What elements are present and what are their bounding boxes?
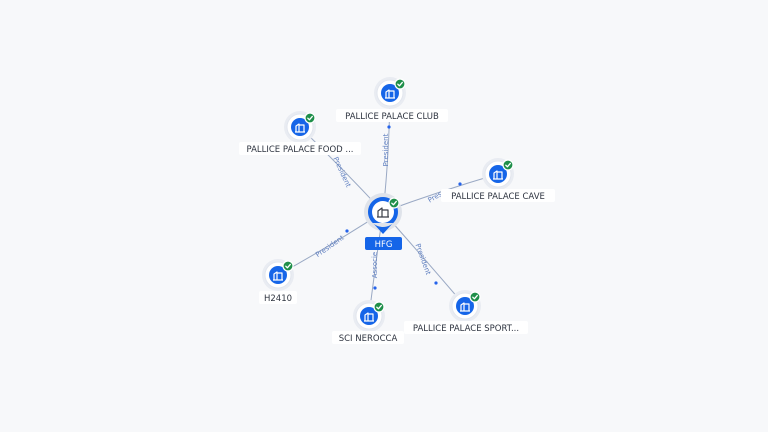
verified-check-icon [373, 301, 385, 313]
node-label: PALLICE PALACE CLUB [345, 112, 439, 122]
edge-arrow-icon [345, 229, 349, 233]
verified-check-icon [469, 291, 481, 303]
building-icon [460, 302, 470, 312]
verified-check-icon [282, 260, 294, 272]
edge-label: President [331, 156, 352, 189]
building-icon [385, 89, 395, 99]
node-label-box [239, 142, 361, 155]
edge-arrow-icon [434, 281, 438, 285]
node-label-box [336, 109, 448, 122]
node-food[interactable]: PALLICE PALACE FOOD ... [239, 111, 361, 155]
edge-arrow-icon [373, 286, 377, 290]
node-label: PALLICE PALACE FOOD ... [246, 145, 353, 155]
center-node-label-box [365, 237, 402, 250]
verified-check-icon [388, 197, 400, 209]
edge-arrow-icon [387, 125, 391, 129]
edge-label: President [314, 234, 346, 259]
node-label: SCI NEROCCA [339, 334, 398, 344]
node-label-box [259, 291, 297, 304]
node-h2410[interactable]: H2410 [259, 259, 297, 304]
node-label: PALLICE PALACE SPORT... [413, 324, 519, 334]
building-icon [295, 123, 305, 133]
node-club[interactable]: PALLICE PALACE CLUB [336, 77, 448, 122]
node-label-box [332, 331, 404, 344]
node-label: PALLICE PALACE CAVE [451, 192, 545, 202]
center-node-label: HFG [375, 240, 393, 250]
node-cave[interactable]: PALLICE PALACE CAVE [441, 158, 555, 202]
building-icon [273, 271, 283, 281]
center-node[interactable]: HFG [364, 193, 402, 250]
edge-label: President [382, 133, 390, 166]
node-label-box [404, 321, 528, 334]
building-icon [364, 312, 374, 322]
node-sci[interactable]: SCI NEROCCA [332, 300, 404, 344]
verified-check-icon [502, 159, 514, 171]
nodes-layer: PALLICE PALACE CLUB PALLICE PALACE FOOD .… [239, 77, 555, 344]
edge-label: Associe [371, 252, 379, 278]
edge-arrow-icon [458, 182, 462, 186]
node-label-box [441, 189, 555, 202]
verified-check-icon [394, 78, 406, 90]
building-icon [493, 170, 503, 180]
building-icon [377, 207, 389, 218]
node-label: H2410 [264, 294, 292, 304]
verified-check-icon [304, 112, 316, 124]
node-sport[interactable]: PALLICE PALACE SPORT... [404, 290, 528, 334]
edge-label: President [414, 243, 433, 277]
